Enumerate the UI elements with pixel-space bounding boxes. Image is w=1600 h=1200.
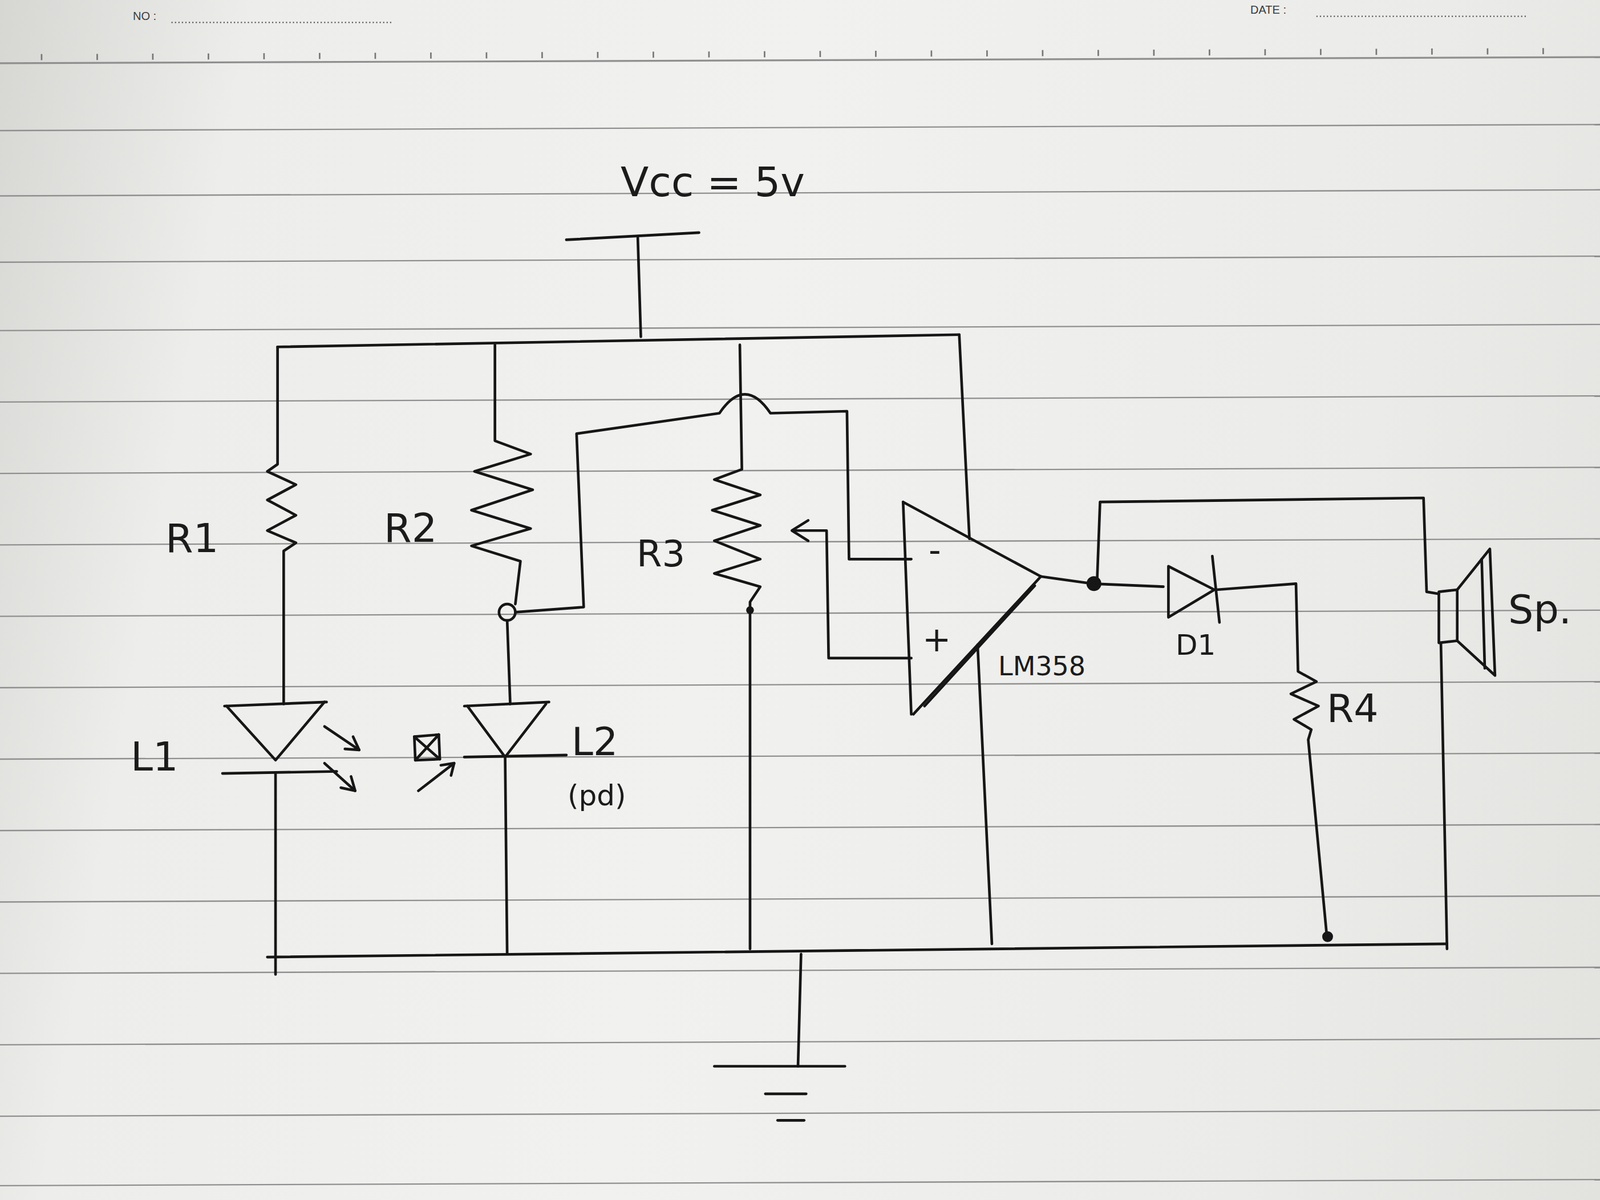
part-label: LM358 [998,653,1086,680]
pin-sign: - [928,532,942,567]
part-label: L2 [571,722,618,762]
ruled-lines [0,50,1600,1186]
part-label: L1 [130,736,179,777]
supply-label: Vcc = 5v [620,161,805,203]
part-label: D1 [1175,630,1216,660]
part-label: R3 [636,535,686,573]
pin-sign: + [922,622,951,657]
header-field: NO : [132,10,157,22]
part-label: Sp. [1508,589,1572,630]
schematic-wires [222,232,1496,1121]
header-field: DATE : [1250,3,1287,16]
part-label: R4 [1326,689,1379,729]
header-leaders [171,16,1529,23]
part-label: R1 [165,518,219,559]
part-label: R2 [383,508,437,549]
part-label: (pd) [567,781,627,810]
